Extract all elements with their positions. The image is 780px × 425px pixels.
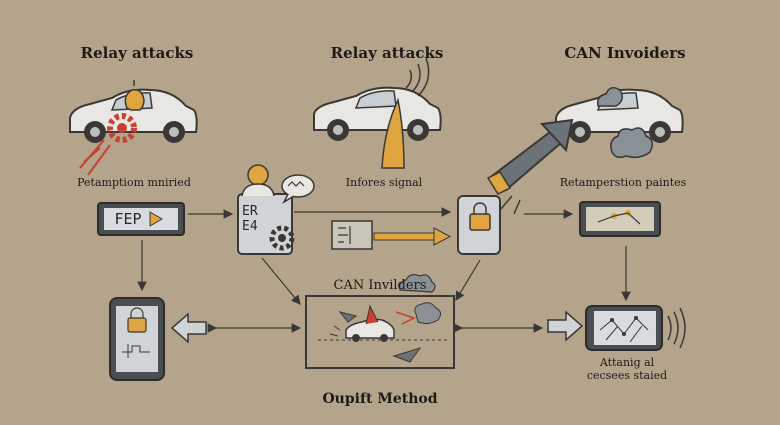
caption-left: Petamptiom mniried [77,176,191,189]
title-relay-left: Relay attacks [80,44,194,62]
connector-arrows [137,207,631,333]
hollow-arrow-left [170,312,207,344]
output-method-label: Oupift Method [322,391,438,407]
cloud-top-center-icon [399,274,436,293]
caption-bottom-right-line-2: cecsees staied [586,369,668,382]
car-left-icon [69,88,198,143]
phone-right-device [585,305,663,351]
signal-blade-icon [381,57,430,169]
caption-bottom-right: Attanig al cecsees staied [572,356,682,382]
terminal-text: ER E4 [242,204,272,234]
speech-bubble-icon [281,174,315,204]
can-box [305,295,455,369]
hollow-arrow-right [547,310,584,342]
map-panel [579,201,661,237]
orange-arrow [373,227,452,246]
phone-left-device [109,297,165,381]
car-center-icon [313,86,442,141]
can-box-title: CAN Invilders [333,278,427,293]
terminal-line-1: ER [242,204,258,219]
hacker-person-icon [241,164,275,197]
missile-arrow-icon [486,118,574,215]
terminal-line-2: E4 [242,219,258,234]
bulb-icon [124,80,145,111]
caption-center: Infores signal [345,176,423,189]
title-can-right: CAN Invoiders [564,44,686,62]
smoke-cloud-icon [596,87,653,159]
caption-bottom-right-line-1: Attanig al [599,356,655,369]
lock-phone-device [457,195,501,255]
circuit-panel [331,220,373,250]
title-relay-center: Relay attacks [330,44,444,62]
wireless-waves-icon [667,307,686,349]
caption-right: Retamperstion paintes [559,176,687,189]
display-panel-left [97,202,185,236]
display-text: FEP [114,210,142,228]
gear-red-icon [79,113,137,176]
